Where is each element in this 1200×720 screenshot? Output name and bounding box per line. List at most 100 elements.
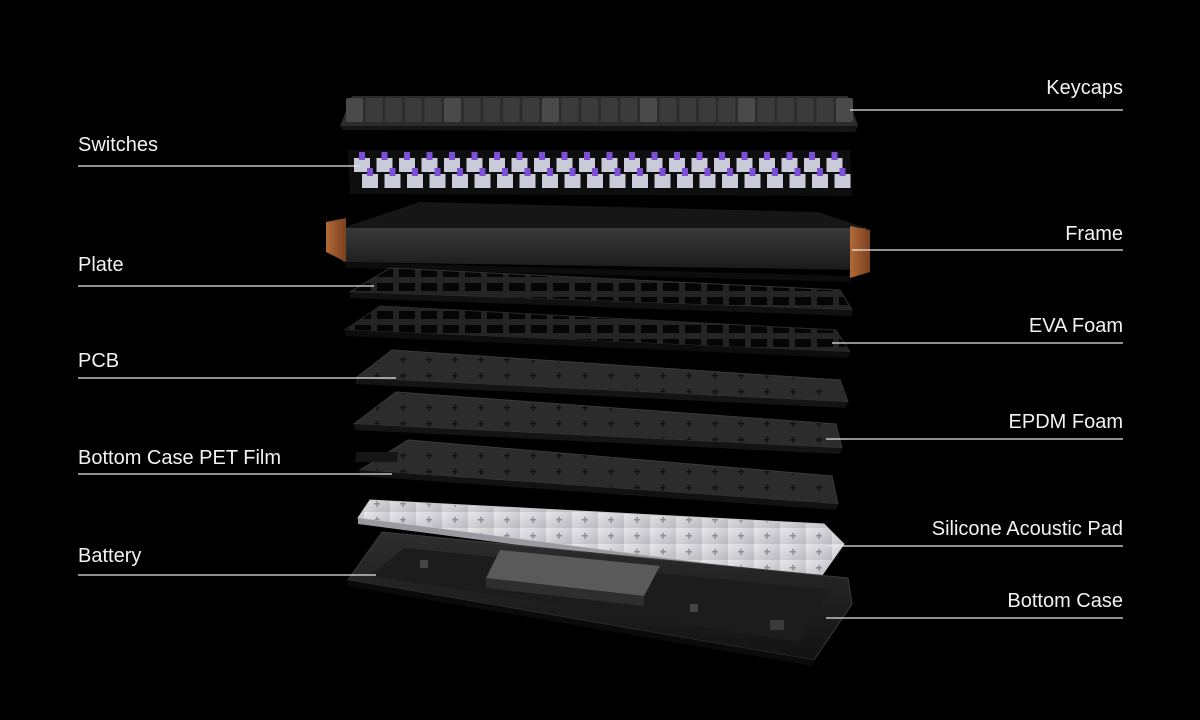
switch-housing: [812, 174, 828, 188]
silicone-acoustic-pad-label: Silicone Acoustic Pad: [932, 518, 1123, 540]
switch-housing: [601, 158, 618, 172]
switch-housing: [452, 174, 468, 188]
switch-housing: [444, 158, 460, 172]
switch-stem: [764, 152, 770, 160]
bottom-case-pet-film-layer: [355, 439, 839, 510]
switch-housing: [744, 174, 761, 188]
plate-layer: [348, 267, 853, 316]
switch-stem: [741, 152, 748, 160]
switch-stem: [794, 168, 801, 176]
switch-stem: [457, 168, 463, 176]
keycaps-layer: [340, 96, 858, 132]
callouts: Keycaps Frame EVA Foam EPDM Foam Silicon…: [78, 77, 1123, 619]
switch-housing: [579, 158, 595, 172]
keycaps-label: Keycaps: [1046, 77, 1123, 99]
switch-housing: [699, 174, 716, 188]
switch-housing: [511, 158, 528, 172]
keycap: [522, 98, 540, 122]
switch-housing: [362, 174, 378, 188]
switch-housing: [384, 174, 401, 188]
switch-stem: [839, 168, 846, 176]
eva-foam-label: EVA Foam: [1029, 315, 1123, 337]
switch-stem: [471, 152, 478, 160]
switch-housing: [654, 174, 671, 188]
switch-housing: [407, 174, 423, 188]
switch-housing: [691, 158, 708, 172]
keycap: [718, 98, 736, 122]
bottom-case-pet-film-label: Bottom Case PET Film: [78, 447, 281, 469]
switch-housing: [474, 174, 491, 188]
switch-stem: [614, 168, 621, 176]
keycap: [738, 98, 755, 122]
switch-housing: [714, 158, 730, 172]
pcb-label: PCB: [78, 350, 119, 372]
switch-stem: [749, 168, 756, 176]
switch-stem: [817, 168, 823, 176]
switch-housing: [804, 158, 820, 172]
switch-stem: [359, 152, 365, 160]
switch-stem: [831, 152, 838, 160]
switch-housing: [564, 174, 581, 188]
switch-stem: [704, 168, 711, 176]
keycap: [796, 98, 814, 122]
keycap: [542, 98, 559, 122]
pcb-layer: [354, 349, 849, 408]
switch-stem: [719, 152, 725, 160]
switch-stem: [606, 152, 613, 160]
switch-stem: [569, 168, 576, 176]
keycap: [640, 98, 657, 122]
switch-housing: [489, 158, 505, 172]
switches-layer: [348, 150, 852, 196]
switch-stem: [539, 152, 545, 160]
keycap: [365, 98, 383, 122]
switch-stem: [682, 168, 688, 176]
switch-stem: [637, 168, 643, 176]
keycap: [404, 98, 422, 122]
keycap: [483, 98, 501, 122]
keycap: [620, 98, 638, 122]
eva-foam-layer: [343, 305, 851, 358]
switch-housing: [624, 158, 640, 172]
switch-stem: [389, 168, 396, 176]
switch-stem: [772, 168, 778, 176]
switch-housing: [736, 158, 753, 172]
switch-stem: [809, 152, 815, 160]
switch-housing: [759, 158, 775, 172]
switch-housing: [421, 158, 438, 172]
switch-stem: [502, 168, 508, 176]
switch-housing: [609, 174, 626, 188]
keycap: [561, 98, 579, 122]
epdm-foam-label: EPDM Foam: [1009, 411, 1123, 433]
switch-housing: [669, 158, 685, 172]
switch-stem: [479, 168, 486, 176]
keycap: [679, 98, 697, 122]
switch-stem: [786, 152, 793, 160]
switch-stem: [547, 168, 553, 176]
switch-housing: [534, 158, 550, 172]
keycap: [502, 98, 520, 122]
switch-stem: [412, 168, 418, 176]
keycap: [600, 98, 618, 122]
switch-stem: [584, 152, 590, 160]
switch-stem: [426, 152, 433, 160]
keycap: [444, 98, 461, 122]
switch-stem: [592, 168, 598, 176]
keycap: [385, 98, 403, 122]
switch-housing: [646, 158, 663, 172]
keycap: [777, 98, 795, 122]
switch-stem: [561, 152, 568, 160]
switch-housing: [767, 174, 783, 188]
bottom-case-layer: [347, 531, 853, 666]
keycap: [816, 98, 834, 122]
epdm-foam-layer: [352, 391, 843, 454]
switch-stem: [696, 152, 703, 160]
switch-housing: [466, 158, 483, 172]
switch-housing: [722, 174, 738, 188]
frame-layer: [326, 202, 870, 282]
switch-stem: [494, 152, 500, 160]
switch-housing: [826, 158, 843, 172]
keycap: [836, 98, 853, 122]
switch-stem: [674, 152, 680, 160]
switch-stem: [381, 152, 388, 160]
